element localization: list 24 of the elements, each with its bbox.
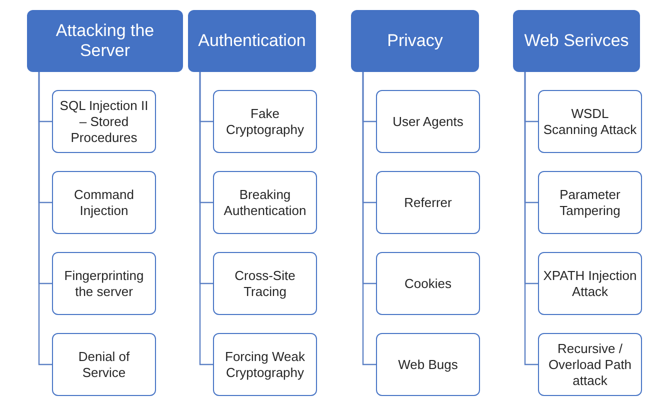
topic-box: Fake Cryptography xyxy=(213,90,317,153)
connector-line xyxy=(38,72,52,366)
topic-box: Parameter Tampering xyxy=(538,171,642,234)
category-box: Web Serivces xyxy=(513,10,640,72)
category-box: Privacy xyxy=(351,10,479,72)
connector-line xyxy=(524,72,538,366)
topic-box: Referrer xyxy=(376,171,480,234)
category-box: Authentication xyxy=(188,10,316,72)
topic-box: User Agents xyxy=(376,90,480,153)
topic-box: Breaking Authentication xyxy=(213,171,317,234)
topic-box: Recursive / Overload Path attack xyxy=(538,333,642,396)
category-box: Attacking the Server xyxy=(27,10,183,72)
topic-box: Web Bugs xyxy=(376,333,480,396)
topic-box: Cross-Site Tracing xyxy=(213,252,317,315)
connector-line xyxy=(362,72,376,366)
topic-box: Cookies xyxy=(376,252,480,315)
topic-box: Fingerprinting the server xyxy=(52,252,156,315)
topic-box: Command Injection xyxy=(52,171,156,234)
topic-box: Denial of Service xyxy=(52,333,156,396)
connector-line xyxy=(199,72,213,366)
topic-box: XPATH Injection Attack xyxy=(538,252,642,315)
topic-box: SQL Injection II – Stored Procedures xyxy=(52,90,156,153)
topic-box: Forcing Weak Cryptography xyxy=(213,333,317,396)
topic-box: WSDL Scanning Attack xyxy=(538,90,642,153)
